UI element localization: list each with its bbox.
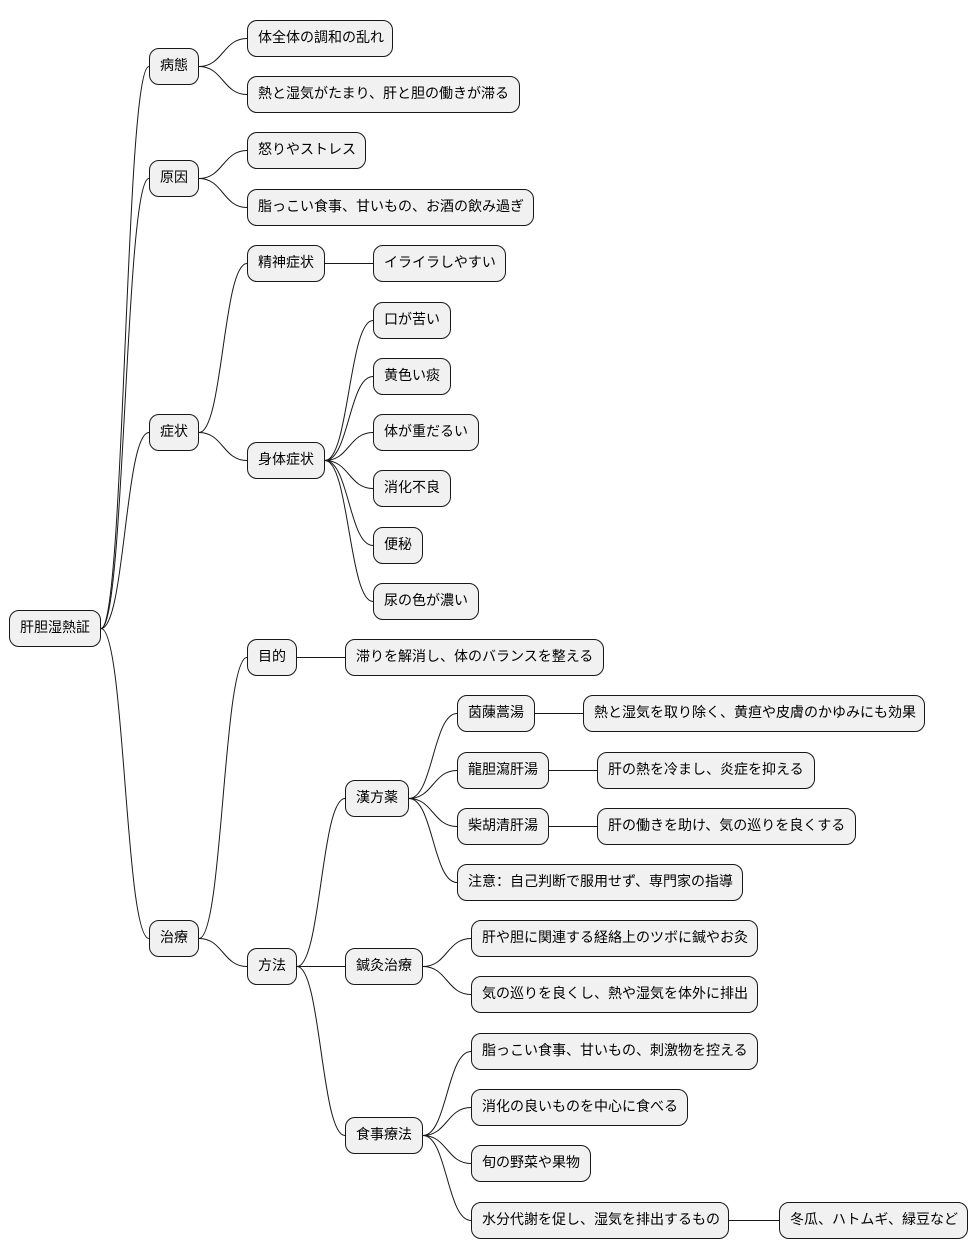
diet-item: 水分代謝を促し、湿気を排出するもの <box>471 1202 729 1239</box>
connector-line <box>324 460 374 546</box>
symptom-item: 黄色い痰 <box>373 358 451 395</box>
physical-symptoms-node: 身体症状 <box>247 442 325 479</box>
acupuncture-item: 気の巡りを良くし、熱や湿気を体外に排出 <box>471 976 758 1013</box>
diet-example: 冬瓜、ハトムギ、緑豆など <box>779 1202 968 1239</box>
formula-effect: 肝の熱を冷まし、炎症を抑える <box>597 752 815 789</box>
method-node: 方法 <box>247 948 297 985</box>
connector-line <box>198 66 248 95</box>
cause-item: 怒りやストレス <box>247 132 366 169</box>
connector-line <box>100 66 150 629</box>
connector-line <box>296 798 346 967</box>
herbal-formula: 柴胡清肝湯 <box>457 808 549 845</box>
cause-item: 脂っこい食事、甘いもの、お酒の飲み過ぎ <box>247 189 534 226</box>
purpose-item: 滞りを解消し、体のバランスを整える <box>345 639 604 676</box>
symptom-item: 便秘 <box>373 527 423 564</box>
herbal-formula: 龍胆瀉肝湯 <box>457 752 549 789</box>
connector-line <box>422 966 472 995</box>
formula-effect: 熱と湿気を取り除く、黄疸や皮膚のかゆみにも効果 <box>583 695 925 732</box>
connector-line <box>100 432 150 629</box>
symptom-item: 口が苦い <box>373 302 451 339</box>
herbal-formula: 茵蔯蒿湯 <box>457 695 535 732</box>
connector-line <box>422 1135 472 1221</box>
symptom-item: 消化不良 <box>373 470 451 507</box>
mental-symptoms-node: 精神症状 <box>247 245 325 282</box>
connector-line <box>324 460 374 489</box>
pathology-item: 熱と湿気がたまり、肝と胆の働きが滞る <box>247 76 520 113</box>
diet-item: 脂っこい食事、甘いもの、刺激物を控える <box>471 1033 758 1070</box>
acupuncture-node: 鍼灸治療 <box>345 948 423 985</box>
formula-effect: 肝の働きを助け、気の巡りを良くする <box>597 808 856 845</box>
connector-line <box>408 798 458 883</box>
connector-line <box>198 657 248 939</box>
connector-line <box>198 38 248 67</box>
connector-line <box>198 432 248 461</box>
diet-item: 消化の良いものを中心に食べる <box>471 1089 688 1126</box>
pathology-item: 体全体の調和の乱れ <box>247 20 393 57</box>
connector-line <box>422 938 472 967</box>
connector-line <box>198 150 248 179</box>
symptom-item: 体が重だるい <box>373 414 479 451</box>
connector-line <box>296 966 346 1136</box>
connector-line <box>100 628 150 939</box>
connector-line <box>408 770 458 799</box>
symptom-item: イライラしやすい <box>373 245 506 282</box>
branch-treatment: 治療 <box>149 920 199 957</box>
connector-line <box>422 1135 472 1164</box>
branch-cause: 原因 <box>149 160 199 197</box>
connector-line <box>324 460 374 602</box>
connector-line <box>100 178 150 629</box>
branch-pathology: 病態 <box>149 48 199 85</box>
connector-line <box>198 263 248 433</box>
connector-line <box>408 798 458 827</box>
herbal-caution: 注意：自己判断で服用せず、専門家の指導 <box>457 864 743 901</box>
connector-line <box>422 1107 472 1136</box>
connector-line <box>198 938 248 967</box>
connector-line <box>324 320 374 461</box>
symptom-item: 尿の色が濃い <box>373 583 479 620</box>
diet-therapy-node: 食事療法 <box>345 1117 423 1154</box>
connector-line <box>408 713 458 799</box>
acupuncture-item: 肝や胆に関連する経絡上のツボに鍼やお灸 <box>471 920 758 957</box>
connector-line <box>324 376 374 461</box>
diet-item: 旬の野菜や果物 <box>471 1145 591 1182</box>
connector-line <box>324 432 374 461</box>
root-node: 肝胆湿熱証 <box>9 610 101 647</box>
purpose-node: 目的 <box>247 639 297 676</box>
connector-line <box>422 1051 472 1136</box>
branch-symptoms: 症状 <box>149 414 199 451</box>
connector-line <box>198 178 248 208</box>
herbal-medicine-node: 漢方薬 <box>345 780 409 817</box>
